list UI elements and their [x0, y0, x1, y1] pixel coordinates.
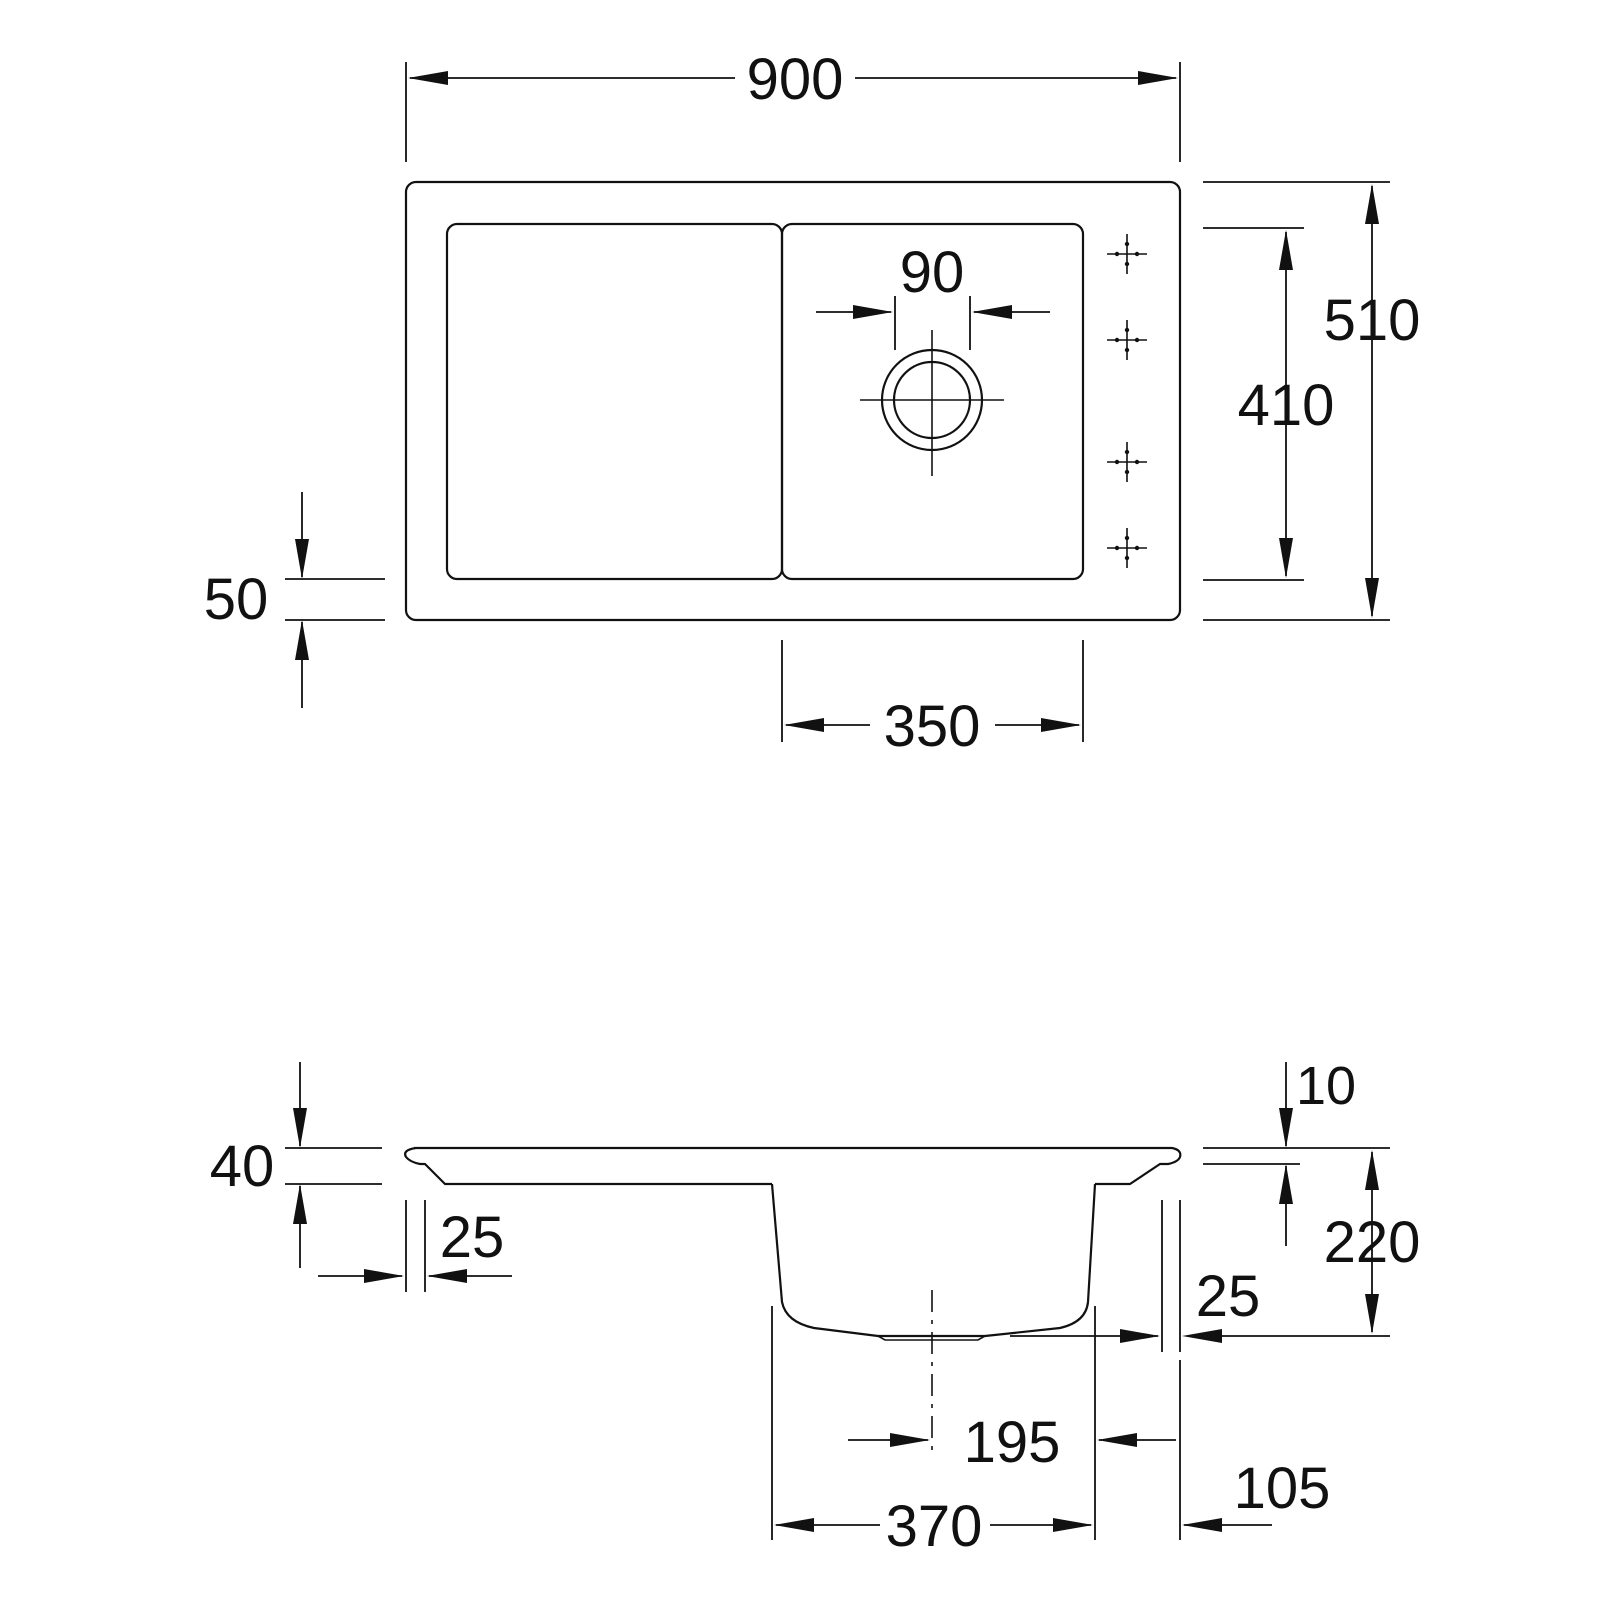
dimension-bowl-outer-width: 370 [771, 1306, 1093, 1559]
dimension-label: 25 [440, 1205, 505, 1270]
sink-outer-outline [404, 180, 1182, 622]
dimension-rim-thickness: 40 [210, 1062, 382, 1268]
dimension-overall-depth: 510 [1203, 181, 1421, 621]
tap-hole-icon [1106, 319, 1148, 361]
dimension-label: 900 [747, 47, 844, 112]
plan-view: 900 510 410 50 [204, 47, 1421, 759]
dimension-drain-offset: 195 [848, 1306, 1181, 1540]
sink-section-bowl [770, 1183, 1097, 1338]
dimension-bowl-width: 350 [781, 640, 1084, 759]
dimension-label: 40 [210, 1134, 275, 1199]
dimension-label: 220 [1324, 1210, 1421, 1275]
dimension-label: 350 [884, 694, 981, 759]
dimension-label: 105 [1234, 1456, 1331, 1521]
drain-icon [860, 330, 1004, 476]
dimension-right-wall: 25 [1010, 1200, 1260, 1352]
dimension-drain-diameter: 90 [816, 240, 1050, 350]
dimension-label: 510 [1324, 288, 1421, 353]
dimension-rim-overhang: 25 [318, 1200, 512, 1292]
dimension-bowl-depth: 410 [1203, 227, 1335, 581]
dimension-label: 10 [1296, 1056, 1356, 1116]
sink-section-rim [404, 1146, 1182, 1186]
tap-hole-icon [1106, 441, 1148, 483]
drainer-outline [445, 222, 784, 581]
tap-hole-icon [1106, 233, 1148, 275]
dimension-top-offset: 10 [1203, 1056, 1356, 1246]
dimension-label: 195 [964, 1410, 1061, 1475]
dimension-label: 410 [1238, 373, 1335, 438]
dimension-bowl-height: 220 [1190, 1147, 1421, 1337]
dimension-label: 90 [900, 240, 965, 305]
dimension-overall-width: 900 [405, 47, 1181, 162]
tap-hole-icon [1106, 527, 1148, 569]
dimension-label: 25 [1196, 1264, 1261, 1329]
dimension-label: 370 [886, 1494, 983, 1559]
bowl-outline [780, 222, 1085, 581]
section-view: 40 25 10 220 [210, 1056, 1421, 1559]
dimension-right-margin: 105 [1182, 1456, 1330, 1532]
dimension-front-margin: 50 [204, 492, 385, 708]
dimension-label: 50 [204, 567, 269, 632]
